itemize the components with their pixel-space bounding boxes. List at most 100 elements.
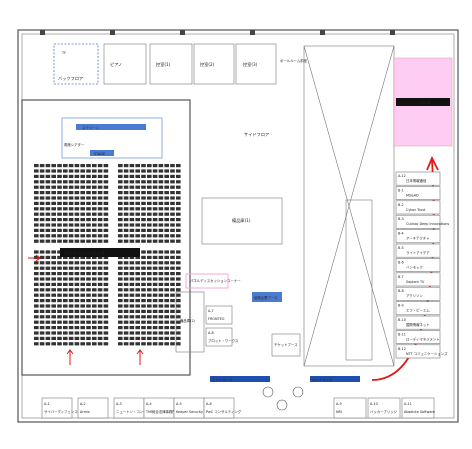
seat (152, 304, 158, 308)
seat (147, 315, 152, 319)
booth-id: B-8 (398, 289, 404, 293)
seat (170, 191, 175, 195)
seat (118, 196, 123, 200)
seat (147, 288, 152, 292)
seat (97, 272, 103, 276)
seat (80, 315, 85, 319)
seat (80, 180, 85, 184)
seat (34, 180, 39, 184)
seat (86, 282, 91, 286)
seat (74, 261, 80, 265)
seat (123, 212, 129, 216)
seat (80, 272, 85, 276)
seat (39, 234, 45, 238)
seat (39, 250, 45, 254)
seat (39, 336, 45, 340)
seat (45, 228, 51, 232)
seat (129, 288, 135, 292)
seat (68, 169, 74, 173)
seat (123, 304, 129, 308)
seat (118, 212, 123, 216)
seat (123, 266, 129, 270)
seat (147, 342, 152, 346)
seat (97, 207, 103, 211)
seat (164, 218, 169, 222)
seat (152, 315, 158, 319)
seat (34, 212, 39, 216)
seat (68, 266, 74, 270)
seat (158, 223, 164, 227)
seat (164, 255, 169, 259)
seat (170, 261, 175, 265)
seat (147, 164, 152, 168)
seat (57, 169, 62, 173)
seat (57, 218, 62, 222)
seat (176, 326, 181, 330)
seat (135, 201, 140, 205)
seat (39, 293, 45, 297)
seat (92, 234, 97, 238)
seat (51, 228, 56, 232)
seat (57, 326, 62, 330)
ticket-booth-label: チケットブース (274, 342, 298, 347)
seat (80, 320, 85, 324)
seat (97, 212, 103, 216)
seat (63, 261, 68, 265)
seat (39, 255, 45, 259)
seat (129, 277, 135, 281)
seat (68, 299, 74, 303)
booth-name: Cuckoo Deep Innovations (406, 222, 449, 226)
seat (129, 320, 135, 324)
seat (68, 196, 74, 200)
seat (63, 164, 68, 168)
booth-name: Cyber Trust (406, 208, 426, 212)
seat (51, 288, 56, 292)
seat (74, 212, 80, 216)
seat (158, 196, 164, 200)
seat (80, 304, 85, 308)
seat (152, 336, 158, 340)
seat (63, 320, 68, 324)
seat (123, 228, 129, 232)
seat (176, 201, 181, 205)
seat (51, 250, 56, 254)
seat (74, 207, 80, 211)
seat (92, 196, 97, 200)
booth-id: A-3 (116, 402, 122, 406)
seat (170, 250, 175, 254)
seat (68, 164, 74, 168)
booth-id: A-6 (206, 402, 212, 406)
mid-booth-a7: A-7 FRONTEO (205, 305, 233, 325)
seat (141, 212, 146, 216)
seat (164, 331, 169, 335)
booth-id: B-6 (398, 260, 404, 264)
seat (57, 304, 62, 308)
seat (141, 196, 146, 200)
seat (176, 169, 181, 173)
seat (176, 309, 181, 313)
seat (152, 293, 158, 297)
seat (118, 342, 123, 346)
seat (63, 277, 68, 281)
seat (86, 320, 91, 324)
panel-corner-label: パネルディスカッションコーナー (190, 278, 241, 283)
seat (92, 320, 97, 324)
seat (123, 207, 129, 211)
seat (97, 277, 103, 281)
seat (176, 272, 181, 276)
seat (147, 282, 152, 286)
seat (103, 218, 109, 222)
seat (80, 228, 85, 232)
seat (97, 266, 103, 270)
seat (39, 218, 45, 222)
seat (103, 174, 109, 178)
seat (51, 261, 56, 265)
seat (57, 299, 62, 303)
seat (92, 255, 97, 259)
seat (68, 174, 74, 178)
seat (80, 218, 85, 222)
seat (103, 277, 109, 281)
